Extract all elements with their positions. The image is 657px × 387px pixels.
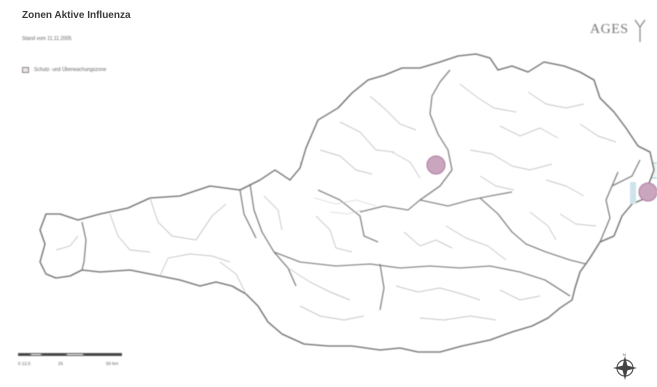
compass-rose-icon: N xyxy=(613,352,637,380)
legend-label: Schutz- und Überwachungszone xyxy=(34,67,107,73)
scale-label-start: 0 12,5 xyxy=(18,361,31,366)
scale-label-end: 50 km xyxy=(106,361,119,366)
scale-label-mid: 25 xyxy=(58,361,64,366)
scale-seg xyxy=(42,353,66,356)
compass-north: N xyxy=(623,352,626,357)
legend-swatch xyxy=(22,67,29,73)
map-title: Zonen Aktive Influenza xyxy=(22,10,131,21)
country-outline xyxy=(39,53,655,353)
compass: N xyxy=(610,352,640,382)
scale-seg xyxy=(84,353,122,356)
scale-seg xyxy=(30,353,42,356)
zone-circle-1 xyxy=(426,155,446,175)
ages-logo: AGES xyxy=(590,18,648,46)
logo-text: AGES xyxy=(590,22,629,37)
map-subtitle: Stand vom 11.11.2005 xyxy=(22,36,72,42)
zone-circle-2 xyxy=(638,182,657,202)
scale-track xyxy=(18,353,122,356)
bird-mark-icon xyxy=(634,19,646,42)
state-borders xyxy=(81,69,641,311)
district-borders xyxy=(55,83,617,321)
scale-seg xyxy=(18,353,30,356)
legend-item: Schutz- und Überwachungszone xyxy=(22,67,106,73)
scale-bar: 0 12,5 25 50 km xyxy=(18,350,158,380)
scale-seg xyxy=(66,353,84,356)
rivers xyxy=(313,197,377,215)
zone-edge-marker xyxy=(630,182,636,204)
